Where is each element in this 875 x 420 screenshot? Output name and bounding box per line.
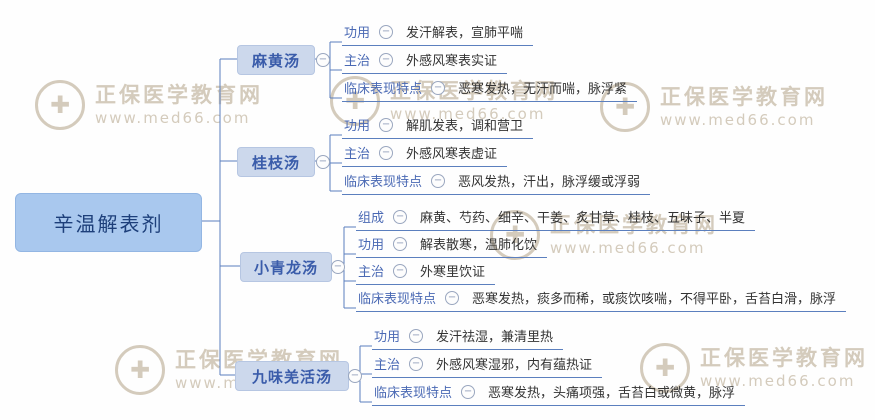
- leaf-label: 临床表现特点: [358, 292, 437, 307]
- leaf-row: 临床表现特点 − 恶寒发热，头痛项强，舌苔白或微黄，脉浮: [372, 382, 746, 406]
- leaf-label: 主治: [344, 147, 371, 162]
- leaf-row: 功用 − 解表散寒，温肺化饮: [356, 234, 548, 258]
- collapse-icon[interactable]: −: [379, 145, 394, 160]
- leaf-content: 恶寒发热，无汗而喘，脉浮紧: [458, 82, 628, 97]
- leaf-label: 功用: [374, 330, 401, 345]
- leaf-row: 临床表现特点 − 恶寒发热，痰多而稀，或痰饮咳喘，不得平卧，舌苔白滑，脉浮: [356, 288, 847, 312]
- collapse-icon[interactable]: −: [379, 52, 394, 67]
- leaf-row: 组成 − 麻黄、芍药、细辛、干姜、炙甘草、桂枝、五味子、半夏: [356, 207, 756, 231]
- leaf-row: 主治 − 外感风寒表虚证: [342, 143, 508, 167]
- leaf-label: 临床表现特点: [344, 82, 423, 97]
- leaf-label: 功用: [344, 26, 371, 41]
- leaf-label: 临床表现特点: [344, 175, 423, 190]
- watermark-site: www.med66.com: [550, 238, 706, 257]
- leaf-content: 恶寒发热，头痛项强，舌苔白或微黄，脉浮: [488, 386, 736, 401]
- watermark-brand: 正保医学教育网: [550, 213, 718, 238]
- leaf-content: 外感风寒表虚证: [406, 147, 498, 162]
- collapse-icon[interactable]: −: [379, 24, 394, 39]
- watermark-site: www.med66.com: [700, 371, 856, 390]
- collapse-icon[interactable]: −: [331, 260, 345, 274]
- leaf-content: 外感风寒湿邪，内有蕴热证: [436, 358, 593, 373]
- leaf-row: 功用 − 解肌发表，调和营卫: [342, 115, 534, 139]
- collapse-icon[interactable]: −: [409, 328, 424, 343]
- collapse-icon[interactable]: −: [461, 384, 476, 399]
- med66-logo-icon: ✚: [115, 345, 165, 395]
- leaf-content: 麻黄、芍药、细辛、干姜、炙甘草、桂枝、五味子、半夏: [420, 211, 746, 226]
- leaf-label: 组成: [358, 211, 385, 226]
- leaf-row: 主治 − 外寒里饮证: [356, 261, 496, 285]
- watermark: ✚ 正保医学教育网 www.med66.com: [600, 82, 828, 132]
- collapse-icon[interactable]: −: [393, 236, 408, 251]
- watermark-brand: 正保医学教育网: [700, 346, 868, 371]
- watermark: ✚ 正保医学教育网 www.med66.com: [490, 210, 718, 260]
- watermark: ✚ 正保医学教育网 www.med66.com: [640, 343, 868, 393]
- collapse-icon[interactable]: −: [431, 80, 446, 95]
- watermark-brand: 正保医学教育网: [95, 83, 263, 108]
- leaf-row: 主治 − 外感风寒湿邪，内有蕴热证: [372, 354, 603, 378]
- leaf-label: 功用: [358, 238, 385, 253]
- leaf-label: 功用: [344, 119, 371, 134]
- watermark: ✚ 正保医学教育网 www.med66.com: [35, 80, 263, 130]
- leaf-row: 功用 − 发汗祛湿，兼清里热: [372, 326, 564, 350]
- leaf-row: 临床表现特点 − 恶寒发热，无汗而喘，脉浮紧: [342, 78, 638, 102]
- leaf-content: 恶寒发热，痰多而稀，或痰饮咳喘，不得平卧，舌苔白滑，脉浮: [472, 292, 837, 307]
- collapse-icon[interactable]: −: [393, 263, 408, 278]
- leaf-content: 发汗解表，宣肺平喘: [406, 26, 524, 41]
- branch-node-jiuweiqianghuotang[interactable]: 九味羌活汤: [235, 361, 349, 391]
- root-node[interactable]: 辛温解表剂: [15, 193, 202, 252]
- leaf-row: 临床表现特点 − 恶风发热，汗出，脉浮缓或浮弱: [342, 171, 651, 195]
- leaf-label: 主治: [344, 54, 371, 69]
- leaf-content: 外感风寒表实证: [406, 54, 498, 69]
- collapse-icon[interactable]: −: [316, 53, 330, 67]
- leaf-label: 主治: [358, 265, 385, 280]
- med66-logo-icon: ✚: [35, 80, 85, 130]
- leaf-content: 发汗祛湿，兼清里热: [436, 330, 554, 345]
- leaf-row: 主治 − 外感风寒表实证: [342, 50, 508, 74]
- branch-node-xiaoqinglongtang[interactable]: 小青龙汤: [240, 252, 332, 282]
- watermark-site: www.med66.com: [390, 104, 546, 123]
- leaf-content: 恶风发热，汗出，脉浮缓或浮弱: [458, 175, 641, 190]
- collapse-icon[interactable]: −: [409, 356, 424, 371]
- med66-logo-icon: ✚: [640, 343, 690, 393]
- watermark-site: www.med66.com: [660, 110, 816, 129]
- leaf-content: 解肌发表，调和营卫: [406, 119, 524, 134]
- leaf-content: 外寒里饮证: [420, 265, 486, 280]
- collapse-icon[interactable]: −: [379, 117, 394, 132]
- med66-logo-icon: ✚: [600, 82, 650, 132]
- watermark: ✚ 正保医学教育网 www.med66.com: [330, 76, 558, 126]
- collapse-icon[interactable]: −: [393, 209, 408, 224]
- watermark-site: www.med66.com: [95, 108, 251, 127]
- collapse-icon[interactable]: −: [348, 369, 362, 383]
- branch-node-mahuangtang[interactable]: 麻黄汤: [237, 45, 315, 75]
- leaf-label: 临床表现特点: [374, 386, 453, 401]
- leaf-label: 主治: [374, 358, 401, 373]
- med66-logo-icon: ✚: [490, 210, 540, 260]
- branch-node-guizhitang[interactable]: 桂枝汤: [237, 147, 315, 177]
- leaf-row: 功用 − 发汗解表，宣肺平喘: [342, 22, 534, 46]
- watermark-brand: 正保医学教育网: [390, 79, 558, 104]
- watermark-brand: 正保医学教育网: [660, 85, 828, 110]
- collapse-icon[interactable]: −: [431, 173, 446, 188]
- leaf-content: 解表散寒，温肺化饮: [420, 238, 538, 253]
- collapse-icon[interactable]: −: [316, 155, 330, 169]
- collapse-icon[interactable]: −: [445, 290, 460, 305]
